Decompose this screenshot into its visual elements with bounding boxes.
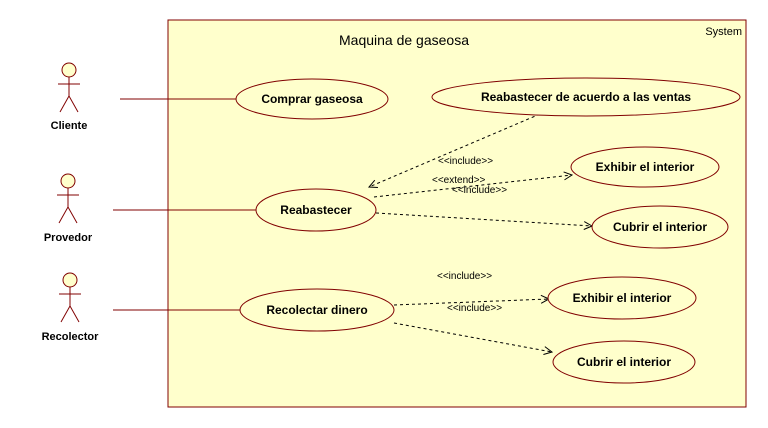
relation-label: <<extend>> — [432, 175, 486, 186]
use-case-recolectar-dinero[interactable]: Recolectar dinero — [239, 288, 395, 332]
use-case-cubrir-interior-2[interactable]: Cubrir el interior — [552, 340, 696, 384]
use-case-exhibir-interior-2[interactable]: Exhibir el interior — [547, 276, 697, 320]
use-case-cubrir-interior-1[interactable]: Cubrir el interior — [591, 205, 729, 249]
relation-label: <<include>> — [447, 303, 502, 314]
use-case-label: Exhibir el interior — [596, 160, 695, 174]
relation-label: <<include>> — [438, 156, 493, 167]
diagram-title: Maquina de gaseosa — [339, 32, 469, 48]
use-case-label: Comprar gaseosa — [261, 92, 363, 106]
system-label: System — [705, 26, 742, 38]
actor-recolector-label: Recolector — [42, 331, 100, 343]
relation-label: <<include>> — [452, 185, 507, 196]
relation-recolectar-cubrir — [393, 322, 552, 352]
use-case-reabastecer-ventas[interactable]: Reabastecer de acuerdo a las ventas — [431, 77, 741, 117]
use-case-label: Cubrir el interior — [613, 220, 707, 234]
use-case-comprar-gaseosa[interactable]: Comprar gaseosa — [235, 78, 389, 120]
use-case-reabastecer[interactable]: Reabastecer — [255, 188, 377, 232]
use-case-label: Exhibir el interior — [573, 291, 672, 305]
relation-label: <<include>> — [437, 271, 492, 282]
relation-recolectar-exhibir — [393, 299, 549, 306]
actor-recolector[interactable]: Recolector — [42, 272, 100, 343]
use-case-label: Cubrir el interior — [577, 355, 671, 369]
relation-reabastecer-ventas — [369, 113, 541, 187]
actor-cliente[interactable]: Cliente — [51, 62, 88, 132]
actor-provedor-label: Provedor — [44, 232, 93, 244]
use-case-label: Recolectar dinero — [266, 303, 367, 317]
use-case-label: Reabastecer — [280, 203, 352, 217]
use-case-exhibir-interior-1[interactable]: Exhibir el interior — [570, 146, 720, 188]
actor-provedor[interactable]: Provedor — [44, 173, 93, 244]
relation-reabastecer-cubrir — [375, 212, 592, 226]
use-case-label: Reabastecer de acuerdo a las ventas — [481, 90, 691, 104]
actor-cliente-label: Cliente — [51, 120, 88, 132]
